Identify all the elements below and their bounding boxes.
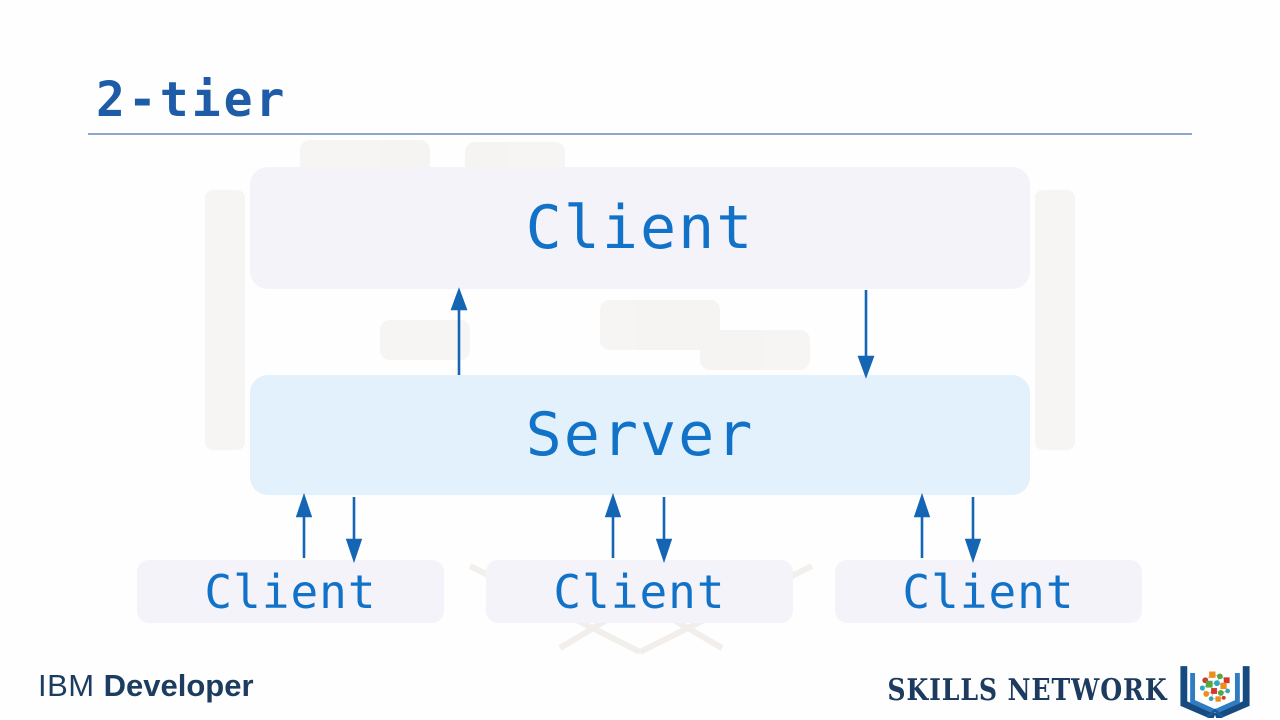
client-1-label: Client <box>204 564 377 619</box>
ibm-brand-text: IBM <box>38 668 95 703</box>
slide-title: 2-tier <box>96 72 288 128</box>
skills-network-text: SKILLS NETWORK <box>887 672 1168 708</box>
server-client2-up-arrow-icon <box>604 492 622 558</box>
server-label: Server <box>525 400 755 470</box>
server-client3-down-arrow-icon <box>964 497 982 564</box>
top-client-node: Client <box>250 167 1030 289</box>
client-node-3: Client <box>835 560 1142 623</box>
title-underline-rule <box>88 133 1192 135</box>
ibm-product-text: Developer <box>103 668 254 703</box>
server-client2-down-arrow-icon <box>655 497 673 564</box>
client-to-server-down-arrow-icon <box>857 290 875 379</box>
client-node-1: Client <box>137 560 444 623</box>
server-client1-up-arrow-icon <box>295 492 313 558</box>
open-book-brain-network-icon <box>1180 666 1250 718</box>
server-client1-down-arrow-icon <box>345 497 363 564</box>
skills-network-logo: SKILLS NETWORK <box>834 662 1252 718</box>
client-to-server-up-arrow-icon <box>450 287 468 375</box>
top-client-label: Client <box>525 193 755 263</box>
server-client3-up-arrow-icon <box>913 492 931 558</box>
client-3-label: Client <box>902 564 1075 619</box>
client-node-2: Client <box>486 560 793 623</box>
server-node: Server <box>250 375 1030 495</box>
client-2-label: Client <box>553 564 726 619</box>
